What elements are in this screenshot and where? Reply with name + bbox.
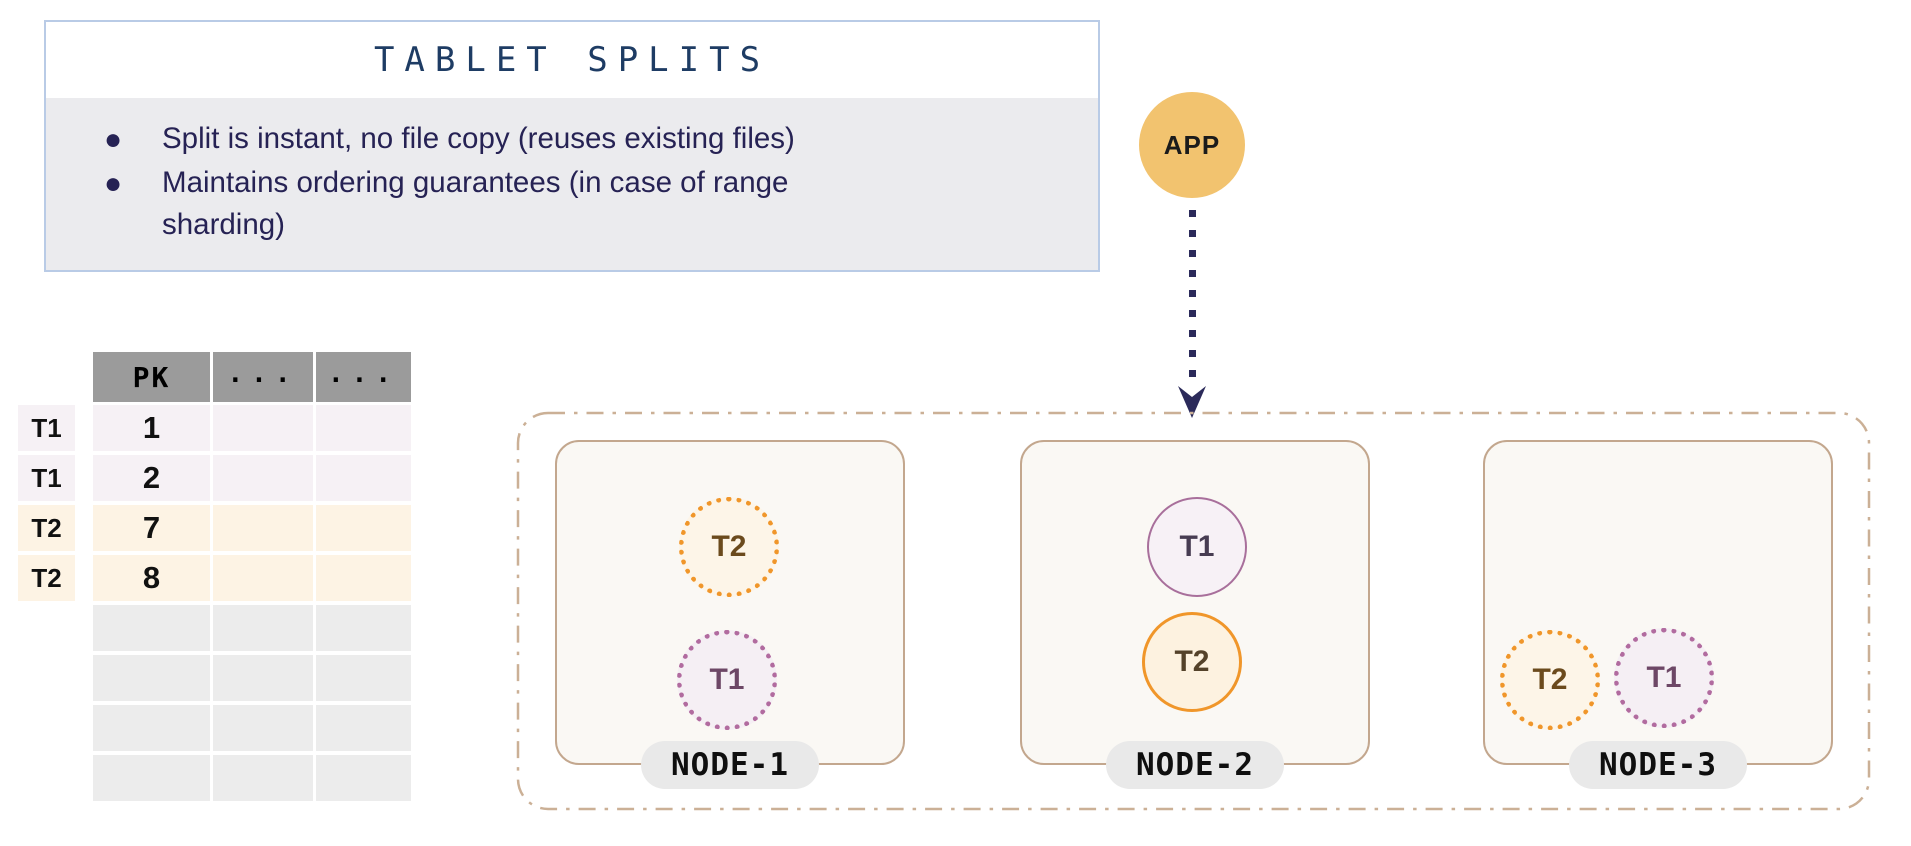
row-label-t2: T2 <box>18 555 75 601</box>
pk-header-row: PK ... ... <box>93 352 411 402</box>
table-row-empty <box>93 605 411 651</box>
table-row: 1 <box>93 405 411 451</box>
table-row: 7 <box>93 505 411 551</box>
pk-cell <box>316 505 411 551</box>
pk-cell <box>213 655 313 701</box>
pk-cell <box>213 755 313 801</box>
pk-cell <box>93 705 210 751</box>
bullet-text: Split is instant, no file copy (reuses e… <box>162 122 795 155</box>
pk-header-cell: ... <box>213 352 313 402</box>
bullet-item: ● Split is instant, no file copy (reuses… <box>92 118 1068 162</box>
pk-cell <box>213 705 313 751</box>
pk-cell <box>316 705 411 751</box>
pk-value: 8 <box>142 560 161 595</box>
pk-cell <box>213 455 313 501</box>
pk-value: 1 <box>142 410 161 445</box>
pk-cell: 2 <box>93 455 210 501</box>
pk-cell <box>316 605 411 651</box>
tablet-label: T1 <box>1179 530 1215 563</box>
tablet-label: T2 <box>1174 645 1210 678</box>
row-label-t1: T1 <box>18 455 75 501</box>
node-3-box: T2 T1 NODE-3 <box>1483 440 1833 789</box>
app-label: APP <box>1163 129 1221 160</box>
tablet-label: T1 <box>709 663 745 696</box>
pk-cell <box>213 405 313 451</box>
tablet-t1-ghost: T1 <box>677 630 777 730</box>
tablet-label: T2 <box>711 530 747 563</box>
pk-data-rows: 1 2 7 8 <box>93 405 411 801</box>
node-2-box: T1 T2 NODE-2 <box>1020 440 1370 789</box>
bullet-item: ● Maintains ordering guarantees (in case… <box>92 162 1068 248</box>
pk-cell <box>93 605 210 651</box>
node-1-label: NODE-1 <box>641 741 819 789</box>
pk-cell: 7 <box>93 505 210 551</box>
pk-cell <box>316 405 411 451</box>
node-3-label: NODE-3 <box>1569 741 1747 789</box>
pk-grid: PK ... ... 1 2 7 8 <box>93 352 411 801</box>
info-box-header: TABLET SPLITS <box>46 22 1098 98</box>
table-row-empty <box>93 755 411 801</box>
table-row-empty <box>93 705 411 751</box>
app-arrow-dotted-line <box>1189 210 1196 388</box>
bullet-dot-icon: ● <box>104 123 123 156</box>
node-1-box: T2 T1 NODE-1 <box>555 440 905 789</box>
tablet-label: T1 <box>1646 661 1682 694</box>
cluster-dashed-border <box>516 411 1871 811</box>
pk-cell <box>93 755 210 801</box>
table-row: 2 <box>93 455 411 501</box>
pk-header-cell: PK <box>93 352 210 402</box>
info-box-body: ● Split is instant, no file copy (reuses… <box>46 98 1098 267</box>
row-label-t2: T2 <box>18 505 75 551</box>
info-box-title: TABLET SPLITS <box>373 40 771 80</box>
bullet-text: Maintains ordering guarantees (in case o… <box>162 165 789 242</box>
pk-cell <box>316 755 411 801</box>
arrow-down-icon <box>1178 386 1206 418</box>
pk-cell <box>213 505 313 551</box>
pk-cell: 1 <box>93 405 210 451</box>
pk-cell <box>316 555 411 601</box>
table-row-empty <box>93 655 411 701</box>
pk-cell <box>93 655 210 701</box>
bullet-dot-icon: ● <box>104 166 123 200</box>
table-row: 8 <box>93 555 411 601</box>
pk-cell <box>213 555 313 601</box>
pk-header-cell: ... <box>316 352 411 402</box>
pk-cell <box>316 455 411 501</box>
tablet-t1-ghost: T1 <box>1614 628 1714 728</box>
tablet-t1: T1 <box>1147 497 1247 597</box>
tablet-label: T2 <box>1532 663 1568 696</box>
tablet-t2-ghost: T2 <box>1500 630 1600 730</box>
tablet-t2-ghost: T2 <box>679 497 779 597</box>
pk-value: 7 <box>142 510 161 545</box>
info-box: TABLET SPLITS ● Split is instant, no fil… <box>44 20 1100 272</box>
pk-cell <box>316 655 411 701</box>
node-2-label: NODE-2 <box>1106 741 1284 789</box>
pk-cell <box>213 605 313 651</box>
app-circle: APP <box>1139 92 1245 198</box>
row-label-t1: T1 <box>18 405 75 451</box>
pk-cell: 8 <box>93 555 210 601</box>
pk-value: 2 <box>142 460 161 495</box>
tablet-t2: T2 <box>1142 612 1242 712</box>
